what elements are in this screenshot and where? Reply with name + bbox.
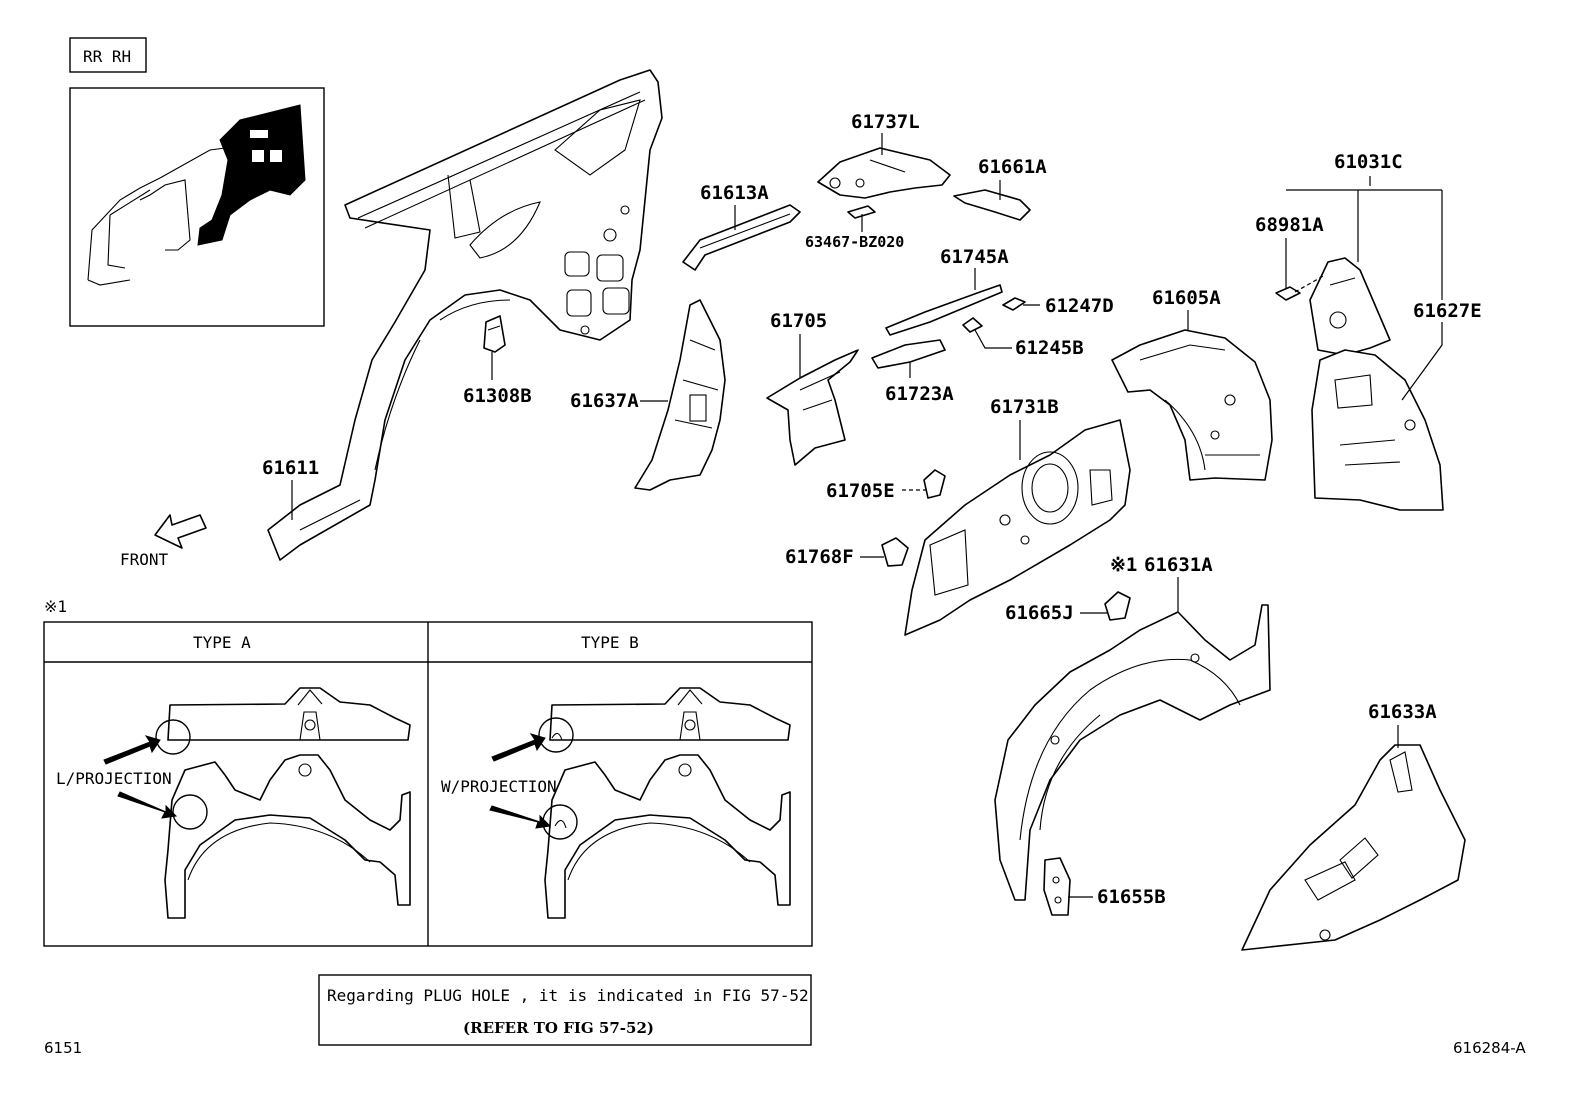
- callout-61611: 61611: [262, 457, 319, 479]
- part-61308B-shape: [483, 315, 506, 353]
- part-63467-BZ020-shape: [847, 205, 876, 219]
- callout-61731B: 61731B: [990, 396, 1059, 418]
- callout-61631A: 61631A: [1144, 554, 1213, 576]
- part-61637A-shape: [634, 299, 726, 491]
- type-table-footnote: ※1: [44, 597, 67, 616]
- type-a-callout: L/PROJECTION: [56, 769, 172, 788]
- front-arrow: FRONT: [120, 514, 207, 569]
- part-61723A-shape: [871, 339, 946, 369]
- part-61661A-shape: [953, 189, 1031, 221]
- callout-61613A: 61613A: [700, 182, 769, 204]
- callout-61605A: 61605A: [1152, 287, 1221, 309]
- part-61611-shape: [267, 69, 663, 561]
- type-table: ※1 TYPE A TYPE B L/PROJECTION: [43, 597, 813, 947]
- part-61655B-shape: [1043, 857, 1071, 916]
- callout-61768F: 61768F: [785, 546, 854, 568]
- note-line-2: (REFER TO FIG 57-52): [463, 1019, 654, 1037]
- callout-61637A: 61637A: [570, 390, 639, 412]
- note-line-1: Regarding PLUG HOLE , it is indicated in…: [327, 986, 809, 1005]
- part-61247D-shape: [1002, 297, 1026, 311]
- callout-61723A: 61723A: [885, 383, 954, 405]
- callout-61627E: 61627E: [1413, 300, 1482, 322]
- part-61745A-shape: [885, 284, 1003, 336]
- type-a-drawing: L/PROJECTION: [56, 687, 411, 919]
- callout-61655B: 61655B: [1097, 886, 1166, 908]
- part-61245B-shape: [962, 317, 983, 333]
- callout-68981A: 68981A: [1255, 214, 1324, 236]
- type-b-drawing: W/PROJECTION: [441, 687, 791, 919]
- type-b-callout: W/PROJECTION: [441, 777, 557, 796]
- part-61631A-shape: [994, 604, 1271, 901]
- callout-61245B: 61245B: [1015, 337, 1084, 359]
- part-61633A-shape: [1241, 744, 1466, 951]
- region-label: RR RH: [69, 37, 147, 73]
- callout-61247D: 61247D: [1045, 295, 1114, 317]
- callout-61705: 61705: [770, 310, 827, 332]
- part-68981A-shape: [1275, 274, 1326, 301]
- region-label-text: RR RH: [83, 47, 131, 66]
- part-61737L-shape: [817, 147, 951, 199]
- type-a-title: TYPE A: [193, 633, 251, 652]
- part-61731B-shape: [904, 419, 1131, 636]
- callout-61631A-prefix: ※1: [1110, 554, 1137, 576]
- part-61031C-shape: [1309, 257, 1391, 356]
- callout-61705E: 61705E: [826, 480, 895, 502]
- callout-61633A: 61633A: [1368, 701, 1437, 723]
- footer-left-code: 6151: [44, 1039, 82, 1057]
- callout-61737L: 61737L: [851, 111, 920, 133]
- plug-hole-note: Regarding PLUG HOLE , it is indicated in…: [318, 974, 812, 1046]
- callout-61031C: 61031C: [1334, 151, 1403, 173]
- part-61705-shape: [766, 349, 859, 466]
- part-61768F-shape: [881, 537, 909, 567]
- front-label: FRONT: [120, 550, 169, 569]
- footer-right-code: 616284-A: [1453, 1039, 1526, 1057]
- part-61665J-shape: [1104, 591, 1131, 621]
- callout-61665J: 61665J: [1005, 602, 1074, 624]
- part-61605A-shape: [1111, 329, 1273, 481]
- callouts: 61611 61308B 61613A 61637A 61737L 63467-…: [262, 111, 1482, 908]
- front-arrow-icon: [154, 514, 207, 549]
- callout-61308B: 61308B: [463, 385, 532, 407]
- type-b-title: TYPE B: [581, 633, 639, 652]
- callout-63467-BZ020: 63467-BZ020: [805, 233, 904, 251]
- part-61705E-shape: [923, 469, 946, 499]
- callout-61661A: 61661A: [978, 156, 1047, 178]
- key-view: [69, 87, 325, 327]
- callout-61745A: 61745A: [940, 246, 1009, 268]
- part-61627E-shape: [1311, 349, 1444, 511]
- part-61613A-shape: [682, 204, 801, 271]
